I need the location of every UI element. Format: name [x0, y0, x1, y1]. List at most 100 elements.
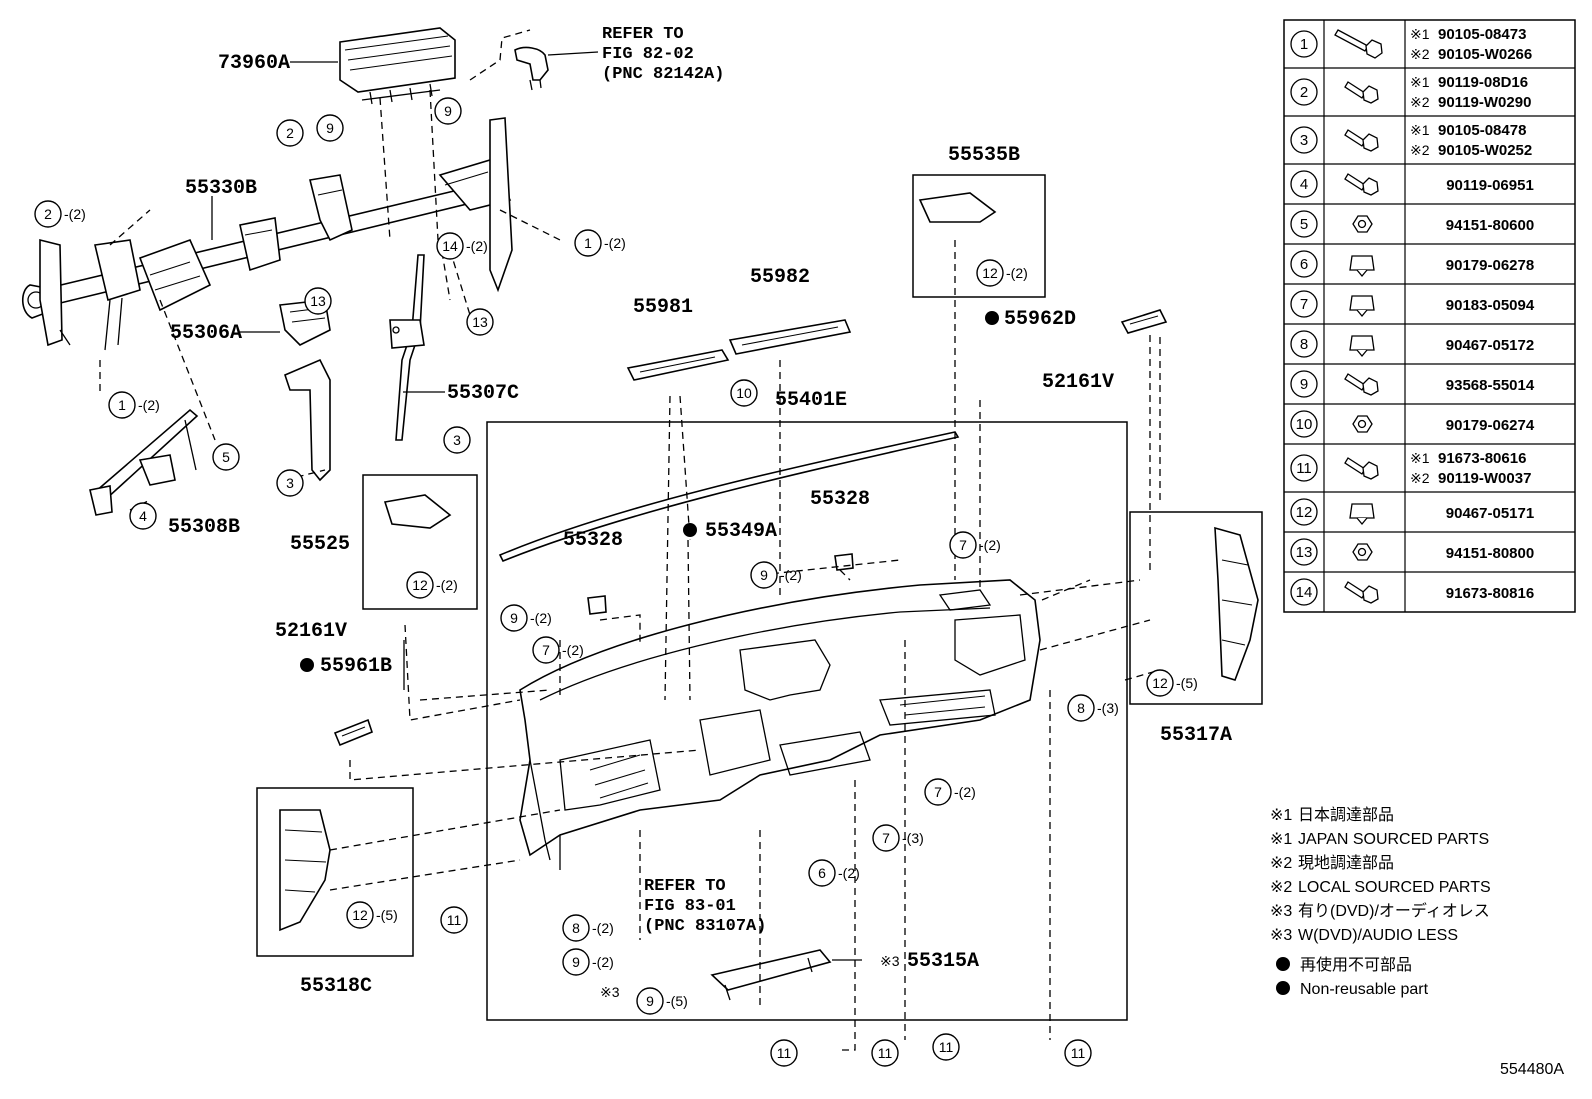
refer-top-line3: (PNC 82142A)	[602, 65, 724, 84]
refer-bottom-line1: REFER TO	[644, 877, 726, 896]
label-55401E: 55401E	[775, 389, 847, 412]
svg-text:90179-06274: 90179-06274	[1446, 417, 1535, 434]
svg-text:90105-08473: 90105-08473	[1438, 26, 1526, 43]
svg-text:-(2): -(2)	[64, 206, 86, 222]
callout-11: 11	[1064, 1039, 1092, 1067]
non-reusable-dot-55962D	[985, 311, 999, 325]
svg-text:8: 8	[572, 920, 580, 936]
svg-text:14: 14	[1296, 584, 1313, 601]
svg-text:93568-55014: 93568-55014	[1446, 377, 1535, 394]
side-panel-55317A	[1214, 526, 1259, 681]
svg-text:3: 3	[453, 432, 461, 448]
svg-text:9: 9	[444, 103, 452, 119]
svg-text:13: 13	[472, 314, 488, 330]
svg-text:2: 2	[286, 125, 294, 141]
svg-text:1: 1	[118, 397, 126, 413]
non-reusable-dot-55349A	[683, 523, 697, 537]
callout-9: 9-(2)	[562, 948, 614, 976]
airbag-module-73960A	[339, 27, 456, 105]
svg-text:11: 11	[777, 1045, 792, 1061]
callout-10: 10	[730, 379, 758, 407]
bolt-short-icon	[1344, 129, 1379, 152]
svg-text:3: 3	[1300, 132, 1308, 149]
label-52161V-right: 52161V	[1042, 371, 1114, 394]
dashboard-box	[486, 421, 1128, 1021]
box-55317A	[1129, 511, 1263, 705]
svg-text:4: 4	[139, 508, 147, 524]
label-55308B: 55308B	[168, 516, 240, 539]
svg-text:1: 1	[584, 235, 592, 251]
svg-text:-(5): -(5)	[1176, 675, 1198, 691]
svg-text:※2: ※2	[1410, 46, 1430, 62]
svg-text:94151-80600: 94151-80600	[1446, 217, 1534, 234]
push-clip-icon	[1349, 503, 1375, 526]
svg-text:JAPAN SOURCED PARTS: JAPAN SOURCED PARTS	[1298, 831, 1489, 848]
svg-text:90105-W0252: 90105-W0252	[1438, 142, 1532, 159]
screw-washer-icon	[1344, 173, 1379, 196]
svg-text:-(2): -(2)	[562, 642, 584, 658]
callout-9: 9	[316, 114, 344, 142]
svg-text:12: 12	[412, 577, 428, 593]
callout-3: 3	[276, 469, 304, 497]
svg-text:7: 7	[959, 537, 967, 553]
svg-text:90467-05172: 90467-05172	[1446, 337, 1534, 354]
svg-text:※3: ※3	[1270, 927, 1292, 944]
svg-text:-(2): -(2)	[592, 954, 614, 970]
parts-table-frame	[1283, 19, 1576, 613]
bracket-55308B	[89, 408, 199, 516]
svg-text:10: 10	[1296, 416, 1313, 433]
brace-55307C	[389, 254, 425, 441]
svg-text:-(2): -(2)	[138, 397, 160, 413]
svg-text:-(2): -(2)	[592, 920, 614, 936]
callout-9: 9 -(5)	[636, 987, 688, 1015]
clip-icon	[1349, 295, 1375, 318]
svg-text:※1: ※1	[1410, 450, 1430, 466]
svg-text:3: 3	[286, 475, 294, 491]
svg-text:90183-05094: 90183-05094	[1446, 297, 1535, 314]
label-55535B: 55535B	[948, 144, 1020, 167]
refer-top-line1: REFER TO	[602, 25, 684, 44]
svg-text:9: 9	[646, 993, 654, 1009]
label-55318C: 55318C	[300, 975, 372, 998]
svg-text:5: 5	[1300, 216, 1308, 233]
svg-text:12: 12	[982, 265, 998, 281]
callout-2: 2	[276, 119, 304, 147]
svg-text:12: 12	[352, 907, 368, 923]
parts-table-row: 5 94151-80600	[1284, 203, 1575, 238]
callout-12: 12-(2)	[976, 259, 1028, 287]
label-55981: 55981	[633, 296, 693, 319]
callout-3: 3	[443, 426, 471, 454]
callout-6: 6-(2)	[808, 859, 860, 887]
parts-table-row: 8 90467-05172	[1284, 323, 1575, 358]
svg-text:7: 7	[882, 830, 890, 846]
svg-text:-(3): -(3)	[1097, 700, 1119, 716]
svg-text:-(5): -(5)	[666, 993, 688, 1009]
vent-55962D	[1120, 309, 1168, 334]
callout-1: 1-(2)	[574, 229, 626, 257]
clip-55328-left	[587, 595, 607, 615]
svg-text:※2: ※2	[1270, 855, 1292, 872]
svg-text:有り(DVD)/オーディオレス: 有り(DVD)/オーディオレス	[1298, 901, 1490, 920]
svg-text:11: 11	[1071, 1045, 1086, 1061]
svg-text:-(2): -(2)	[436, 577, 458, 593]
svg-text:12: 12	[1296, 504, 1313, 521]
label-52161V-left: 52161V	[275, 620, 347, 643]
non-reusable-dot-55961B	[300, 658, 314, 672]
box-55535B	[912, 174, 1046, 298]
callout-8: 8 -(2)	[562, 914, 614, 942]
bolt-washer-icon	[1334, 29, 1383, 59]
nut-icon	[1352, 215, 1373, 233]
flange-nut-icon	[1352, 415, 1373, 433]
push-clip-icon	[1349, 335, 1375, 358]
svg-text:8: 8	[1300, 336, 1308, 353]
duct-bracket	[514, 46, 549, 91]
